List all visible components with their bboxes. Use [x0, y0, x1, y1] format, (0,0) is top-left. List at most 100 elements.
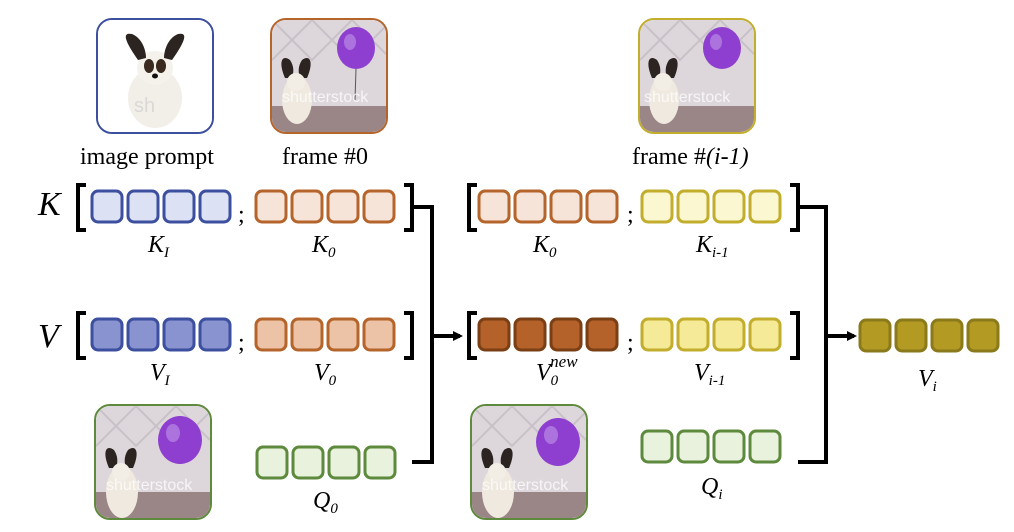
k-prev-tokens: [640, 189, 782, 224]
k-image-tokens: [90, 189, 232, 224]
token-cell: [162, 317, 196, 352]
token-cell: [326, 317, 360, 352]
token-cell: [549, 317, 583, 352]
caption-frame-0: frame #0: [282, 144, 368, 170]
caption-frame-prev-prefix: frame #: [632, 144, 706, 170]
frame-prev-thumb: shutterstock: [638, 18, 756, 134]
token-cell: [712, 429, 746, 464]
token-cell: [748, 429, 782, 464]
token-cell: [198, 189, 232, 224]
token-groups: [90, 189, 1000, 480]
token-cell: [362, 317, 396, 352]
token-cell: [712, 189, 746, 224]
watermark-text: shutterstock: [482, 477, 569, 494]
symbol-k-image: KI: [148, 232, 170, 261]
token-cell: [254, 189, 288, 224]
token-cell: [290, 317, 324, 352]
token-cell: [549, 189, 583, 224]
token-cell: [513, 317, 547, 352]
watermark-text: shutterstock: [106, 477, 193, 494]
v-out-tokens: [858, 318, 1000, 353]
caption-frame-prev-index: (i-1): [705, 144, 749, 170]
bracket-v-left-close: [404, 311, 414, 360]
token-cell: [363, 445, 397, 480]
token-cell: [126, 317, 160, 352]
symbol-v-image: VI: [150, 360, 170, 389]
token-cell: [254, 317, 288, 352]
v-image-tokens: [90, 317, 232, 352]
token-cell: [198, 317, 232, 352]
image-prompt-thumb: sh: [96, 18, 214, 134]
token-cell: [513, 189, 547, 224]
token-cell: [90, 189, 124, 224]
token-cell: [585, 189, 619, 224]
symbol-v-0: V0: [314, 360, 337, 389]
v-frame0-tokens: [254, 317, 396, 352]
frame-0-query-thumb: shutterstock: [94, 404, 212, 520]
token-cell: [676, 429, 710, 464]
token-cell: [162, 189, 196, 224]
v-prev-tokens: [640, 317, 782, 352]
separator-k-left: ;: [238, 202, 245, 228]
separator-v-left: ;: [238, 330, 245, 356]
token-cell: [477, 189, 511, 224]
caption-image-prompt: image prompt: [80, 144, 214, 170]
symbol-v-out: Vi: [918, 366, 937, 395]
frame-i-query-thumb: shutterstock: [470, 404, 588, 520]
symbol-k-prev: Ki-1: [696, 232, 729, 261]
row-label-k: K: [38, 186, 61, 223]
bracket-k-mid-close: [790, 183, 800, 232]
connector-left: [412, 205, 434, 464]
bracket-v-mid-close: [790, 311, 800, 360]
token-cell: [291, 445, 325, 480]
watermark-text: shutterstock: [644, 89, 731, 106]
symbol-k-0: K0: [312, 232, 336, 261]
connectors: [412, 205, 857, 464]
token-cell: [640, 189, 674, 224]
symbol-v-new: V0new: [536, 352, 578, 389]
token-cell: [126, 189, 160, 224]
separator-k-mid: ;: [627, 202, 634, 228]
connector-right: [798, 205, 828, 464]
token-cell: [255, 445, 289, 480]
token-cell: [585, 317, 619, 352]
token-cell: [712, 317, 746, 352]
separator-v-mid: ;: [627, 330, 634, 356]
token-cell: [930, 318, 964, 353]
token-cell: [640, 317, 674, 352]
token-cell: [748, 189, 782, 224]
token-cell: [290, 189, 324, 224]
token-cell: [966, 318, 1000, 353]
token-cell: [858, 318, 892, 353]
token-cell: [477, 317, 511, 352]
token-cell: [326, 189, 360, 224]
symbol-q-0: Q0: [313, 488, 338, 517]
bracket-v-left-open: [76, 311, 86, 360]
bracket-k-left-open: [76, 183, 86, 232]
svg-text:sh: sh: [134, 95, 155, 117]
token-cell: [327, 445, 361, 480]
token-cell: [90, 317, 124, 352]
bracket-v-mid-open: [467, 311, 477, 360]
symbol-q-i: Qi: [701, 474, 723, 503]
bracket-k-mid-open: [467, 183, 477, 232]
symbol-k-0-mid: K0: [533, 232, 557, 261]
row-label-v: V: [38, 318, 59, 355]
frame-0-thumb: shutterstock: [270, 18, 388, 134]
token-cell: [640, 429, 674, 464]
token-cell: [748, 317, 782, 352]
q-0-tokens: [255, 445, 397, 480]
symbol-v-prev: Vi-1: [694, 360, 726, 389]
k-frame0-mid-tokens: [477, 189, 619, 224]
caption-frame-prev: frame #(i-1): [632, 144, 749, 171]
bracket-k-left-close: [404, 183, 414, 232]
token-cell: [894, 318, 928, 353]
k-frame0-tokens: [254, 189, 396, 224]
token-cell: [676, 317, 710, 352]
watermark-text: shutterstock: [282, 89, 369, 106]
q-i-tokens: [640, 429, 782, 464]
v-new-tokens: [477, 317, 619, 352]
token-cell: [362, 189, 396, 224]
token-cell: [676, 189, 710, 224]
